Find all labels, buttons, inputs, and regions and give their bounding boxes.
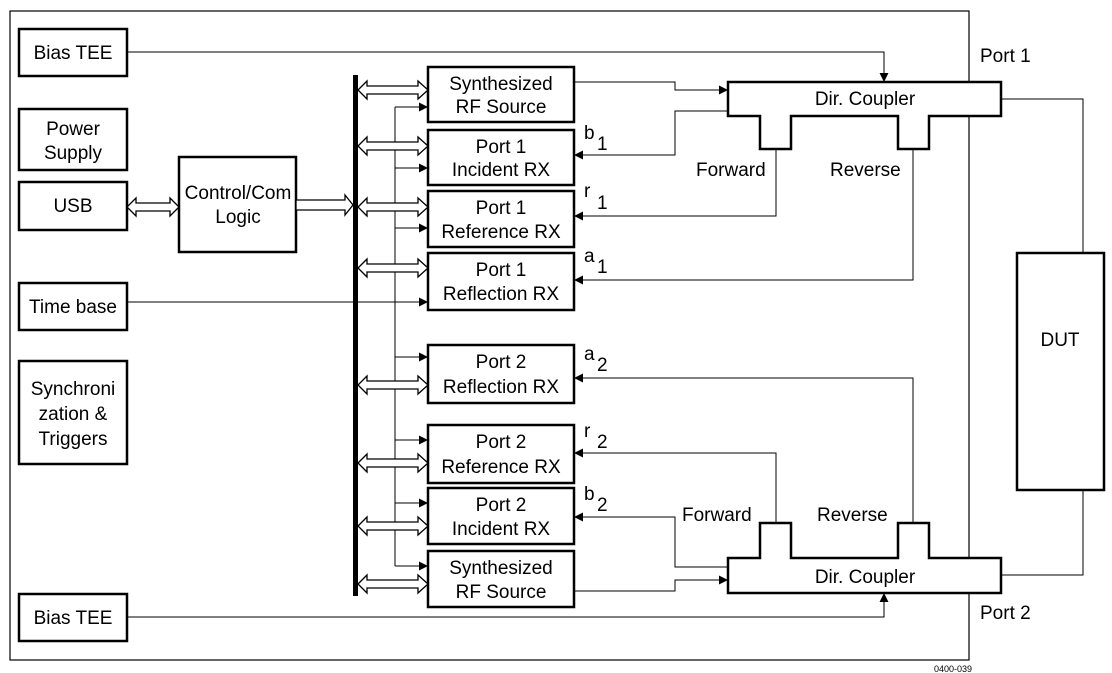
svg-text:Dir. Coupler: Dir. Coupler [815, 567, 916, 588]
svg-text:Port 1: Port 1 [476, 137, 527, 158]
bias-tee-top-block: Bias TEE [17, 27, 129, 78]
synthesized-source-top-block: Synthesized RF Source [426, 65, 576, 124]
svg-text:Synthesized: Synthesized [449, 74, 553, 95]
svg-text:b: b [584, 484, 595, 505]
port2-label: Port 2 [980, 603, 1031, 624]
svg-text:a: a [584, 246, 595, 267]
reverse-label-top: Reverse [830, 160, 901, 181]
svg-text:Incident RX: Incident RX [452, 519, 551, 540]
port2-reference-rx-block: Port 2 Reference RX [426, 423, 576, 485]
bias-tee-bottom-block: Bias TEE [17, 592, 129, 643]
port1-reference-rx-block: Port 1 Reference RX [426, 189, 576, 249]
svg-text:a: a [584, 344, 595, 365]
svg-text:Port 1: Port 1 [476, 260, 527, 281]
svg-text:RF Source: RF Source [456, 582, 547, 603]
dut-block: DUT [1015, 251, 1106, 492]
sync-triggers-block: Synchroni zation & Triggers [17, 359, 129, 466]
usb-block: USB [17, 180, 129, 232]
instrument-frame [9, 10, 970, 661]
port1-reflection-rx-block: Port 1 Reflection RX [426, 251, 576, 312]
signal-a1-label: a 1 [584, 246, 608, 278]
svg-text:2: 2 [597, 495, 608, 516]
signal-a2-label: a 2 [584, 344, 608, 376]
dir-coupler-top: Dir. Coupler [726, 80, 1003, 151]
port1-label: Port 1 [980, 46, 1031, 67]
signal-b2-label: b 2 [584, 484, 608, 516]
synthesized-source-bottom-block: Synthesized RF Source [426, 549, 576, 609]
svg-text:Supply: Supply [44, 143, 103, 164]
svg-text:RF Source: RF Source [456, 97, 547, 118]
svg-text:1: 1 [597, 134, 608, 155]
svg-text:Logic: Logic [215, 207, 260, 228]
svg-text:2: 2 [597, 355, 608, 376]
forward-label-bottom: Forward [682, 505, 752, 526]
forward-label-top: Forward [696, 160, 766, 181]
data-bus [353, 75, 358, 596]
svg-text:Synchroni: Synchroni [31, 379, 116, 400]
port2-reflection-rx-block: Port 2 Reflection RX [426, 343, 576, 405]
port2-incident-rx-block: Port 2 Incident RX [426, 486, 576, 546]
svg-text:Port 2: Port 2 [476, 432, 527, 453]
control-logic-block: Control/Com Logic [177, 155, 298, 254]
svg-text:Incident RX: Incident RX [452, 160, 551, 181]
svg-text:Reference RX: Reference RX [441, 222, 561, 243]
svg-text:Port 2: Port 2 [476, 352, 527, 373]
svg-text:Bias TEE: Bias TEE [34, 608, 113, 629]
dir-coupler-bottom: Dir. Coupler [726, 521, 1003, 595]
svg-text:b: b [584, 123, 595, 144]
svg-text:Triggers: Triggers [39, 429, 108, 450]
figure-id: 0400-039 [934, 664, 972, 673]
svg-text:2: 2 [597, 432, 608, 453]
svg-text:Control/Com: Control/Com [185, 183, 292, 204]
svg-text:DUT: DUT [1040, 330, 1079, 351]
svg-text:Reflection RX: Reflection RX [443, 377, 559, 398]
signal-r2-label: r 2 [584, 421, 608, 453]
signal-b1-label: b 1 [584, 123, 608, 155]
reverse-label-bottom: Reverse [817, 505, 888, 526]
svg-text:Power: Power [46, 119, 101, 140]
svg-text:USB: USB [53, 196, 92, 217]
signal-r1-label: r 1 [584, 181, 608, 214]
svg-text:Bias TEE: Bias TEE [34, 43, 113, 64]
svg-text:Reference RX: Reference RX [441, 457, 561, 478]
svg-text:Dir. Coupler: Dir. Coupler [815, 89, 916, 110]
power-supply-block: Power Supply [17, 107, 129, 172]
svg-text:r: r [584, 421, 591, 442]
svg-text:Time base: Time base [29, 297, 117, 318]
svg-text:zation &: zation & [39, 404, 108, 425]
svg-text:Synthesized: Synthesized [449, 558, 553, 579]
svg-text:Port 1: Port 1 [476, 198, 527, 219]
svg-text:1: 1 [597, 257, 608, 278]
svg-text:r: r [584, 181, 591, 202]
svg-text:1: 1 [597, 193, 608, 214]
bus-arrows [126, 79, 429, 595]
signal-wires [127, 51, 1084, 618]
time-base-block: Time base [17, 281, 129, 332]
distribution-taps [395, 102, 428, 571]
port1-incident-rx-block: Port 1 Incident RX [426, 128, 576, 187]
svg-text:Reflection RX: Reflection RX [443, 284, 559, 305]
svg-text:Port 2: Port 2 [476, 495, 527, 516]
